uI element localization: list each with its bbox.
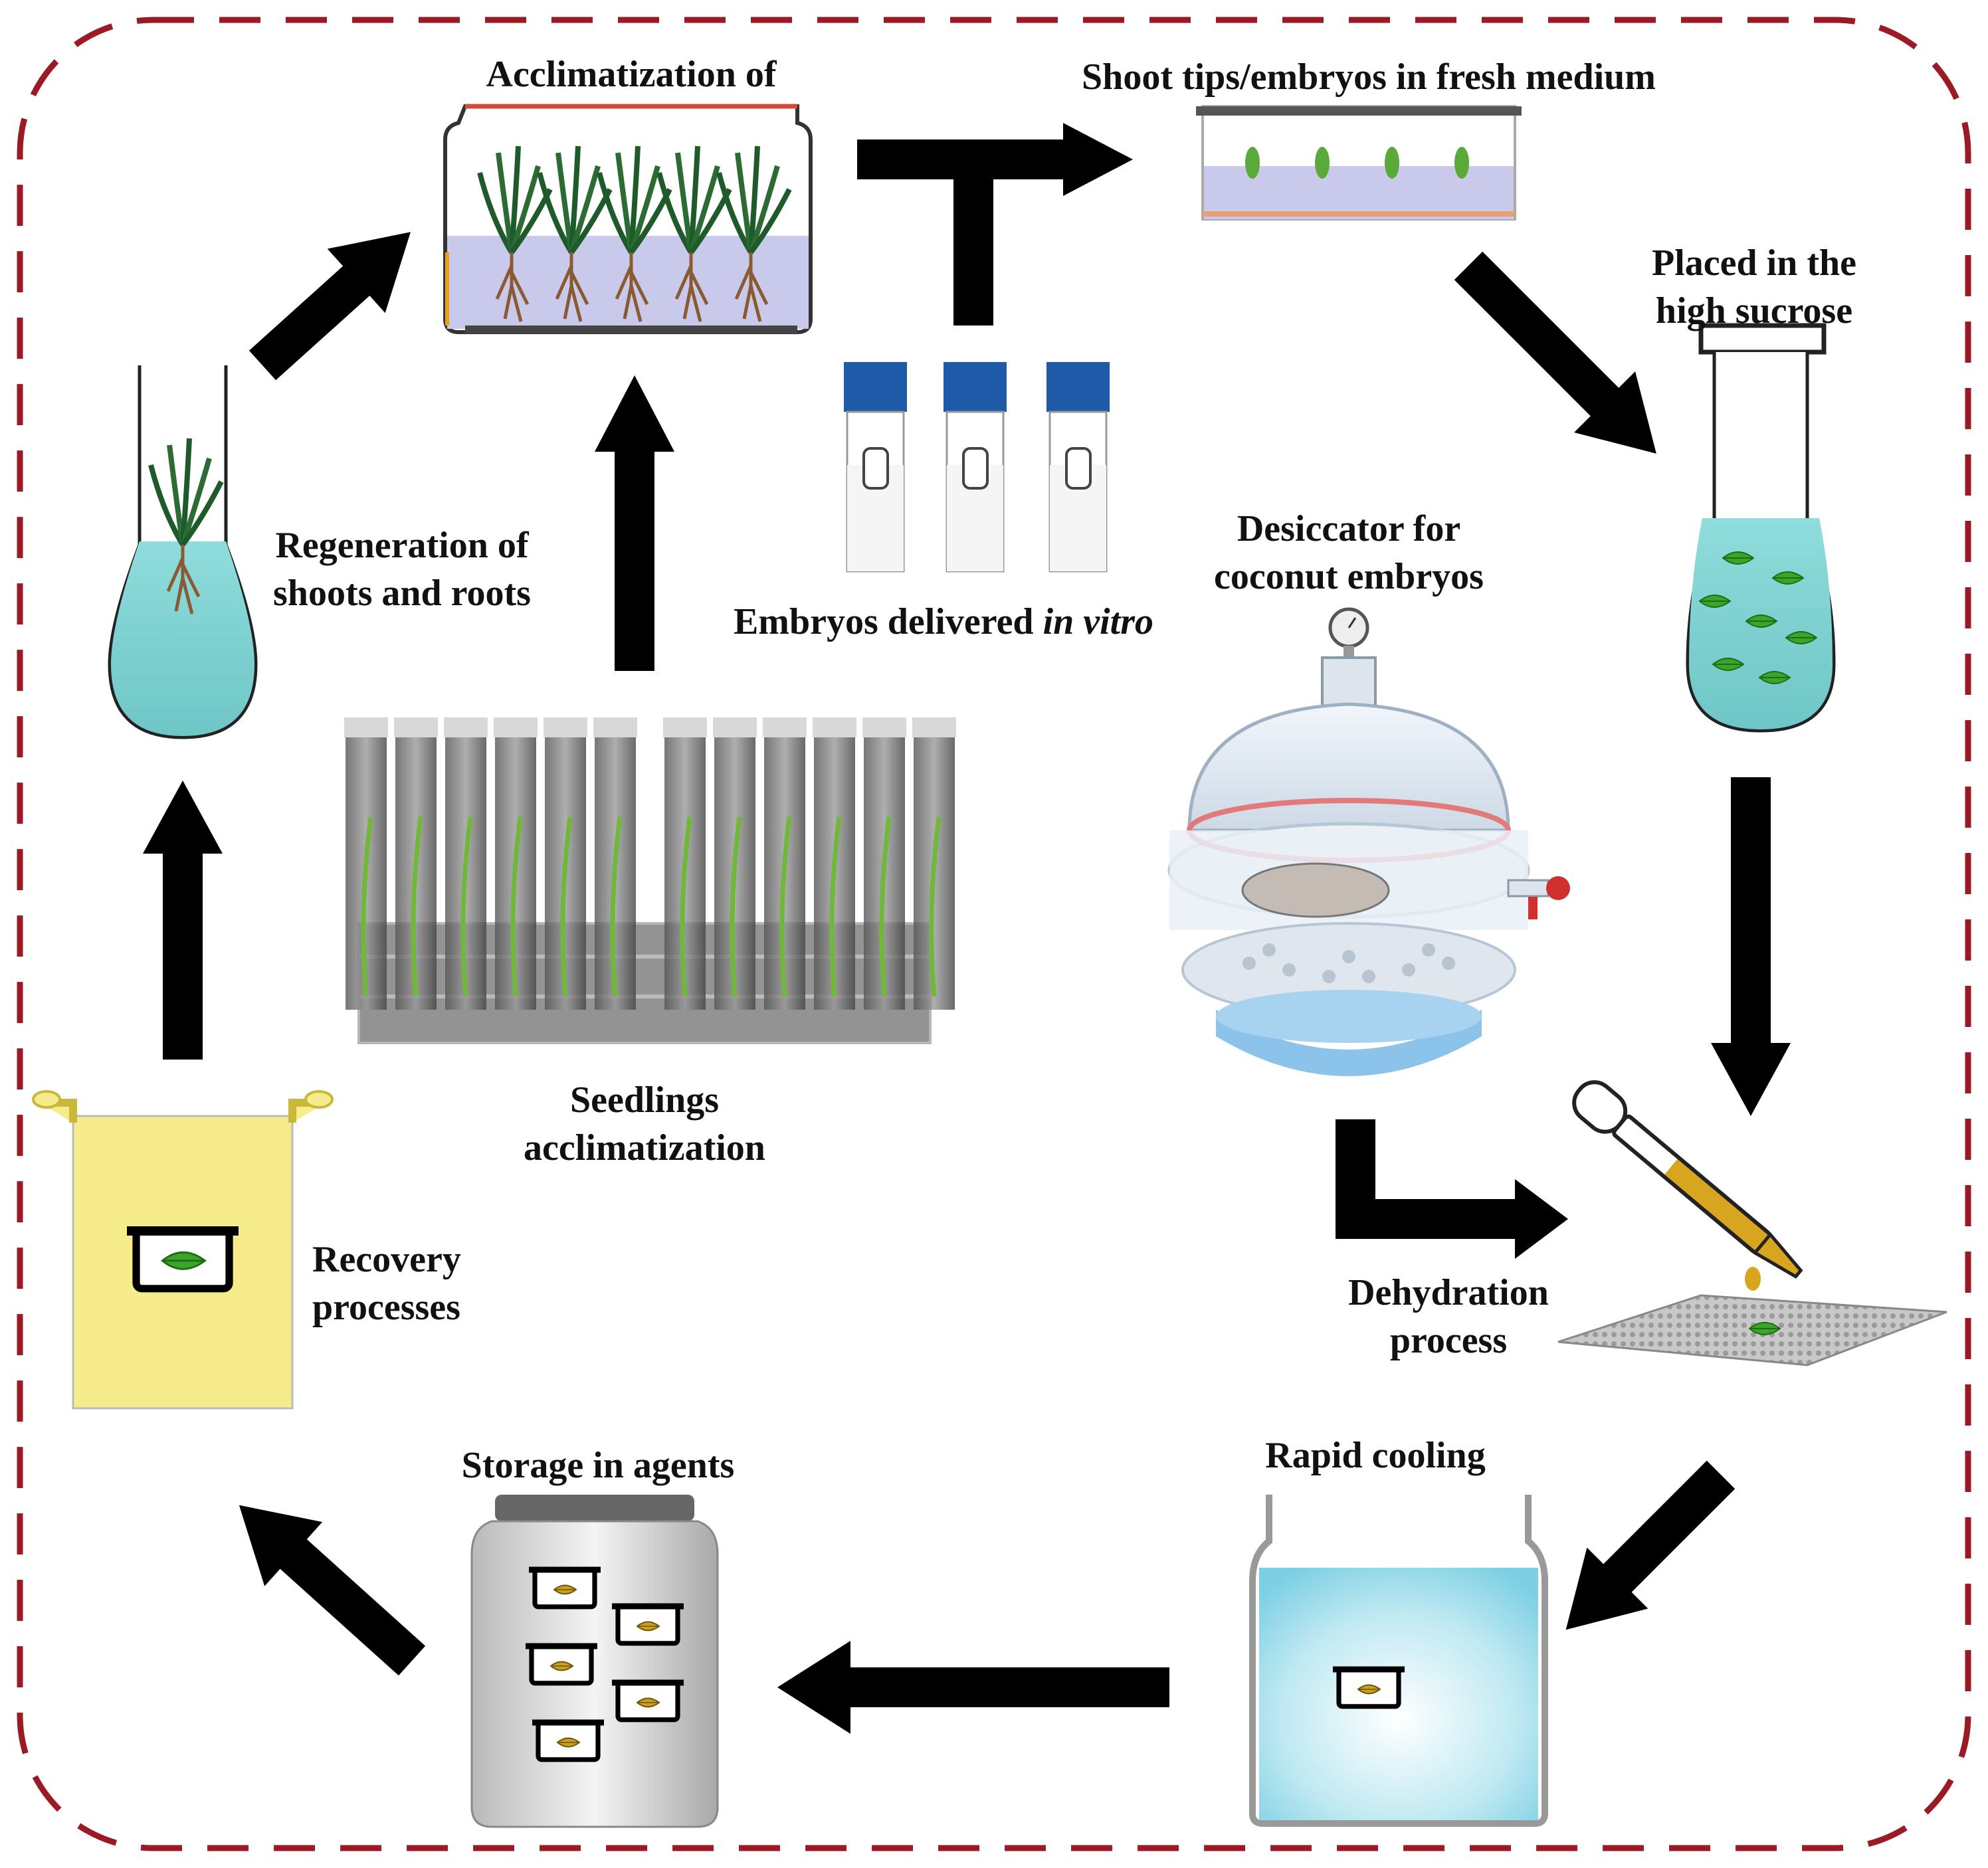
tube-cap bbox=[344, 717, 388, 737]
label-dehydration-line2: process bbox=[1389, 1320, 1508, 1361]
label-desiccator-line2: coconut embryos bbox=[1214, 556, 1484, 597]
tube-cap bbox=[494, 717, 538, 737]
tube-cap bbox=[444, 717, 488, 737]
dropper-icon bbox=[1572, 1080, 1803, 1279]
label-desiccator-line1: Desiccator for bbox=[1237, 508, 1461, 549]
label-seedlings-line1: Seedlings bbox=[569, 1079, 720, 1121]
test-tube-icon bbox=[108, 365, 258, 739]
label-dehydration-line1: Dehydration bbox=[1348, 1272, 1549, 1313]
seedling bbox=[829, 816, 842, 997]
seedling bbox=[779, 816, 792, 997]
desiccator-icon bbox=[1167, 607, 1570, 1076]
tube-cap bbox=[862, 717, 906, 737]
seedling bbox=[510, 816, 523, 997]
l-arrow bbox=[1336, 1119, 1568, 1259]
tube-cap bbox=[912, 717, 956, 737]
seedling bbox=[730, 816, 742, 997]
arrow-to-flask bbox=[1454, 251, 1656, 454]
label-embryos: Embryos delivered in vitro bbox=[698, 598, 1189, 646]
cooling-container-icon bbox=[1249, 1495, 1548, 1827]
dashed-border bbox=[17, 17, 1971, 1851]
label-seedlings: Seedlings acclimatization bbox=[478, 1076, 811, 1172]
seedling bbox=[680, 816, 692, 997]
tube-cap bbox=[763, 717, 807, 737]
arrow-to-cooling bbox=[1565, 1460, 1736, 1630]
bag-icon bbox=[32, 1090, 334, 1410]
label-recovery-line1: Recovery bbox=[312, 1239, 461, 1280]
label-recovery: Recovery processes bbox=[312, 1236, 525, 1331]
seedling bbox=[610, 816, 623, 997]
label-rapid-cooling: Rapid cooling bbox=[1265, 1435, 1486, 1476]
label-dehydration: Dehydration process bbox=[1322, 1269, 1575, 1364]
tube-cap bbox=[544, 717, 587, 737]
label-placed-line1: Placed in the bbox=[1652, 242, 1856, 284]
arrow-left-bottom bbox=[777, 1641, 1169, 1734]
arrow-down-right bbox=[1711, 777, 1791, 1116]
tube-cap bbox=[813, 717, 856, 737]
tube-cap bbox=[394, 717, 438, 737]
mesh-sheet bbox=[1557, 1294, 1947, 1366]
tube-cap bbox=[713, 717, 757, 737]
seedling bbox=[929, 816, 942, 997]
label-recovery-line2: processes bbox=[312, 1287, 460, 1328]
seedling bbox=[411, 816, 423, 997]
storage-jar-icon bbox=[470, 1495, 719, 1828]
label-embryos-italic: in vitro bbox=[1043, 601, 1154, 642]
seedling bbox=[560, 816, 573, 997]
t-arrow bbox=[857, 123, 1133, 326]
vial-icon bbox=[1046, 362, 1110, 573]
arrow-to-bag bbox=[239, 1505, 426, 1676]
arrow-up-center bbox=[595, 375, 674, 671]
seedling-rack-icon bbox=[344, 717, 956, 1044]
label-desiccator: Desiccator for coconut embryos bbox=[1196, 505, 1502, 601]
tube-cap bbox=[593, 717, 637, 737]
seedling bbox=[361, 816, 373, 997]
seedling bbox=[460, 816, 473, 997]
label-regeneration-line1: Regeneration of bbox=[275, 525, 529, 566]
label-storage: Storage in agents bbox=[461, 1445, 735, 1486]
label-placed-line2: high sucrose bbox=[1655, 290, 1853, 331]
drop bbox=[1745, 1267, 1761, 1291]
flask-icon bbox=[1686, 323, 1836, 733]
label-shoot-tips: Shoot tips/embryos in fresh medium bbox=[1082, 56, 1656, 98]
vial-icon bbox=[844, 362, 907, 573]
seedling bbox=[879, 816, 892, 997]
arrow-up-left bbox=[143, 781, 223, 1060]
arrow-to-jar bbox=[248, 232, 411, 381]
petri-dish-icon bbox=[1196, 105, 1522, 221]
label-regeneration-line2: shoots and roots bbox=[273, 573, 531, 614]
label-embryos-text: Embryos delivered bbox=[733, 601, 1043, 642]
label-seedlings-line2: acclimatization bbox=[524, 1127, 765, 1168]
label-placed: Placed in the high sucrose bbox=[1621, 239, 1887, 335]
tube-cap bbox=[663, 717, 707, 737]
vial-icon bbox=[944, 362, 1007, 573]
label-regeneration: Regeneration of shoots and roots bbox=[256, 521, 548, 617]
label-acclimatization: Acclimatization of bbox=[486, 54, 777, 95]
culture-jar-icon bbox=[443, 104, 813, 334]
